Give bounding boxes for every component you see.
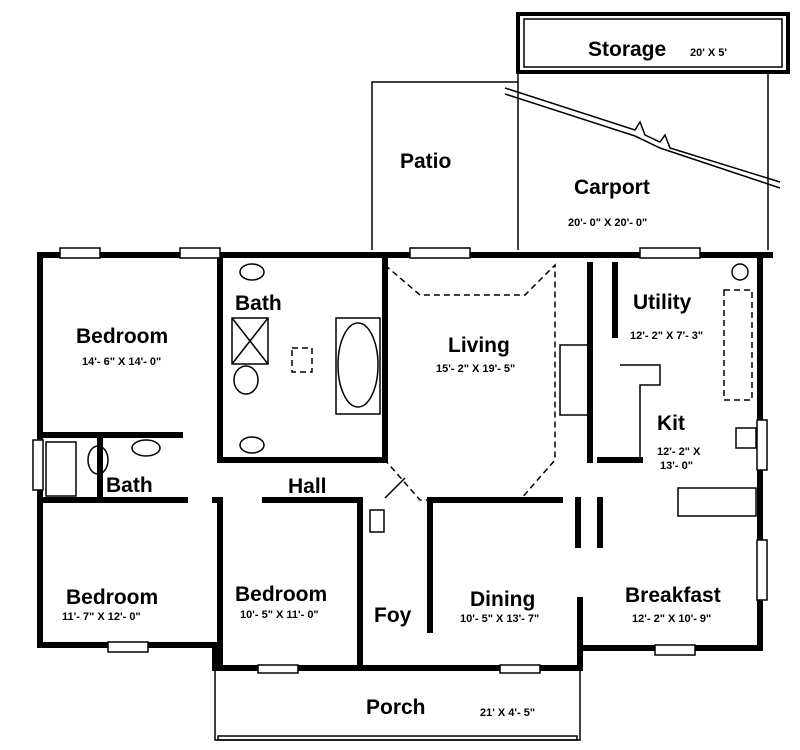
dining-dim: 10'- 5" X 13'- 7" [460,613,539,625]
carport-dim: 20'- 0" X 20'- 0" [568,217,647,229]
bedroom2-label: Bedroom [66,586,158,609]
kitchen-label: Kit [657,412,685,435]
utility-label: Utility [633,291,692,314]
bedroom2-dim: 11'- 7" X 12'- 0" [62,611,141,623]
carport-area [504,72,781,250]
storage-label: Storage [588,38,666,61]
master-bedroom-label: Bedroom [76,325,168,348]
bedroom3-label: Bedroom [235,583,327,606]
master-bath-label: Bath [235,292,282,315]
carport-label: Carport [574,176,650,199]
bedroom3-dim: 10'- 5" X 11'- 0" [240,609,319,621]
utility-dim: 12'- 2" X 7'- 3" [630,330,703,342]
living-ceiling-outline [384,263,556,501]
kitchen-dim-2: 13'- 0" [660,460,693,472]
windows [32,247,768,674]
breakfast-label: Breakfast [625,584,721,607]
storage-area [516,12,790,74]
living-label: Living [448,334,510,357]
living-dim: 15'- 2" X 19'- 5" [436,363,515,375]
porch-area [214,667,581,741]
hall-arrow [384,477,406,499]
porch-dim: 21' X 4'- 5" [480,707,535,719]
breakfast-dim: 12'- 2" X 10'- 9" [632,613,711,625]
fixtures [45,263,757,533]
dining-label: Dining [470,588,535,611]
master-bedroom-dim: 14'- 6" X 14'- 0" [82,356,161,368]
patio-label: Patio [400,150,451,173]
foyer-label: Foy [374,604,412,627]
hall-label: Hall [288,475,327,498]
porch-label: Porch [366,696,426,719]
patio-area [371,72,519,250]
storage-dim: 20' X 5' [690,47,727,59]
bath2-label: Bath [106,474,153,497]
kitchen-dim-1: 12'- 2" X [657,446,701,458]
